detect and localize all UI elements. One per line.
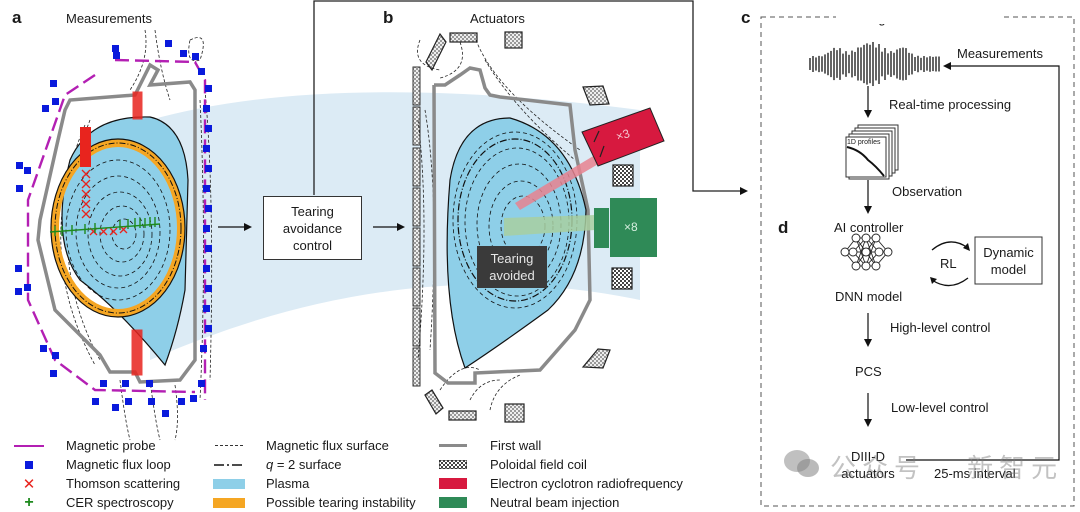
legend-item-flux-loop: Magnetic flux loop	[10, 455, 171, 474]
legend-label: CER spectroscopy	[66, 495, 174, 510]
watermark-text: 公众号 · 新智元	[830, 453, 1064, 483]
legend-item-plasma: Plasma	[210, 474, 309, 493]
nn-node	[883, 247, 893, 257]
nn-edge	[865, 237, 877, 267]
profiles-label: 1D profiles	[847, 139, 881, 146]
signal-waveform-icon	[809, 41, 940, 87]
rl-label: RL	[940, 256, 957, 271]
nn-node	[861, 261, 871, 271]
dynamic-model-line1: Dynamic	[983, 244, 1034, 260]
measurements-label: Measurements	[957, 46, 1043, 61]
legend-item-first-wall: First wall	[434, 436, 541, 455]
legend-item-thomson: ✕ Thomson scattering	[10, 474, 180, 493]
panel-letter-b: b	[383, 8, 394, 27]
gray-line-icon	[439, 444, 467, 447]
observation-label: Observation	[892, 184, 963, 199]
green-plus-icon: +	[24, 493, 34, 511]
panel-title-actuators: Actuators	[470, 11, 525, 26]
legend-label: First wall	[490, 438, 542, 453]
interval-label: 25-ms interval	[934, 466, 1016, 481]
center-box-line3: control	[292, 237, 333, 253]
ecrf-launcher	[581, 107, 665, 167]
dash-dot-line-icon	[214, 463, 244, 466]
dashed-line-icon	[215, 445, 243, 446]
real-time-processing-label: Real-time processing	[889, 97, 1012, 112]
legend-label-q: q	[266, 457, 274, 472]
ai-controller-label: AI controller	[834, 220, 904, 235]
legend-item-nbi: Neutral beam injection	[434, 493, 619, 512]
legend-label: Plasma	[266, 476, 310, 491]
actuators-line2: actuators	[841, 466, 895, 481]
panel-letter-c: c	[741, 8, 751, 27]
nn-node	[861, 247, 871, 257]
tearing-label-line1: Tearing	[490, 251, 534, 266]
legend-label: Neutral beam injection	[490, 495, 620, 510]
panel-letter-d: d	[778, 218, 789, 237]
blue-square-icon	[25, 460, 33, 469]
magenta-line-icon	[14, 444, 44, 447]
nn-node	[874, 247, 884, 257]
legend-item-pf-coil: Poloidal field coil	[434, 455, 587, 474]
nn-node	[851, 261, 861, 271]
panel-title-measurements: Measurements	[66, 11, 152, 26]
profiles-stack-icon	[845, 124, 899, 180]
legend-label: = 2 surface	[273, 457, 342, 472]
pcs-label: PCS	[855, 364, 882, 379]
legend-item-q2-surface: q = 2 surface	[210, 455, 342, 474]
red-cross-icon: ✕	[22, 475, 36, 493]
nn-node	[871, 261, 881, 271]
tearing-avoidance-control-box: Tearing avoidance control	[263, 196, 362, 260]
high-level-control-label: High-level control	[890, 320, 991, 335]
first-wall-b	[432, 66, 592, 385]
legend-item-magnetic-probe: Magnetic probe	[10, 436, 156, 455]
ecrf-swatch-icon	[439, 478, 467, 489]
low-level-control-label: Low-level control	[891, 400, 989, 415]
dynamic-model-line2: model	[990, 261, 1027, 277]
neural-network-icon	[840, 233, 893, 271]
plasma-swatch-icon	[213, 478, 245, 489]
nbi-injector	[594, 198, 657, 257]
nn-node	[851, 233, 861, 243]
panel-letter-a: a	[12, 8, 22, 27]
dynamic-model-box	[974, 236, 1043, 285]
flux-loops	[15, 40, 212, 417]
nbi-swatch-icon	[439, 497, 467, 508]
nn-node	[840, 247, 850, 257]
actuators-line1: DIII-D	[851, 449, 885, 464]
diii-d-actuators-label: DIII-D actuators	[828, 448, 908, 482]
nn-node	[871, 233, 881, 243]
nn-node	[848, 247, 858, 257]
center-box-line2: avoidance	[282, 220, 343, 236]
plasma-b	[446, 117, 587, 369]
legend-label: Poloidal field coil	[490, 457, 587, 472]
legend-label: Thomson scattering	[66, 476, 181, 491]
tearing-avoided-box	[477, 246, 547, 288]
nbi-multiplier: ×8	[624, 220, 638, 234]
dnn-model-label: DNN model	[835, 289, 903, 304]
checker-swatch-icon	[439, 460, 467, 469]
legend-label: Electron cyclotron radiofrequency	[490, 476, 683, 491]
legend-label: Magnetic probe	[66, 438, 156, 453]
tearing-label-line2: avoided	[489, 268, 535, 283]
center-box-line1: Tearing	[291, 203, 334, 219]
legend-label: Possible tearing instability	[266, 495, 416, 510]
nn-node	[861, 233, 871, 243]
legend-label: Magnetic flux loop	[66, 457, 171, 472]
legend-label: Magnetic flux surface	[266, 438, 389, 453]
tearing-swatch-icon	[213, 497, 245, 508]
legend-item-tearing: Possible tearing instability	[210, 493, 416, 512]
wechat-icon	[782, 448, 822, 480]
legend-item-flux-surface: Magnetic flux surface	[210, 436, 389, 455]
legend-item-ecrf: Electron cyclotron radiofrequency	[434, 474, 683, 493]
legend-item-cer: + CER spectroscopy	[10, 493, 174, 512]
first-wall-a	[36, 62, 197, 384]
tearing-avoided-label: Tearing avoided	[477, 246, 547, 288]
poloidal-field-coils-left	[412, 66, 421, 387]
